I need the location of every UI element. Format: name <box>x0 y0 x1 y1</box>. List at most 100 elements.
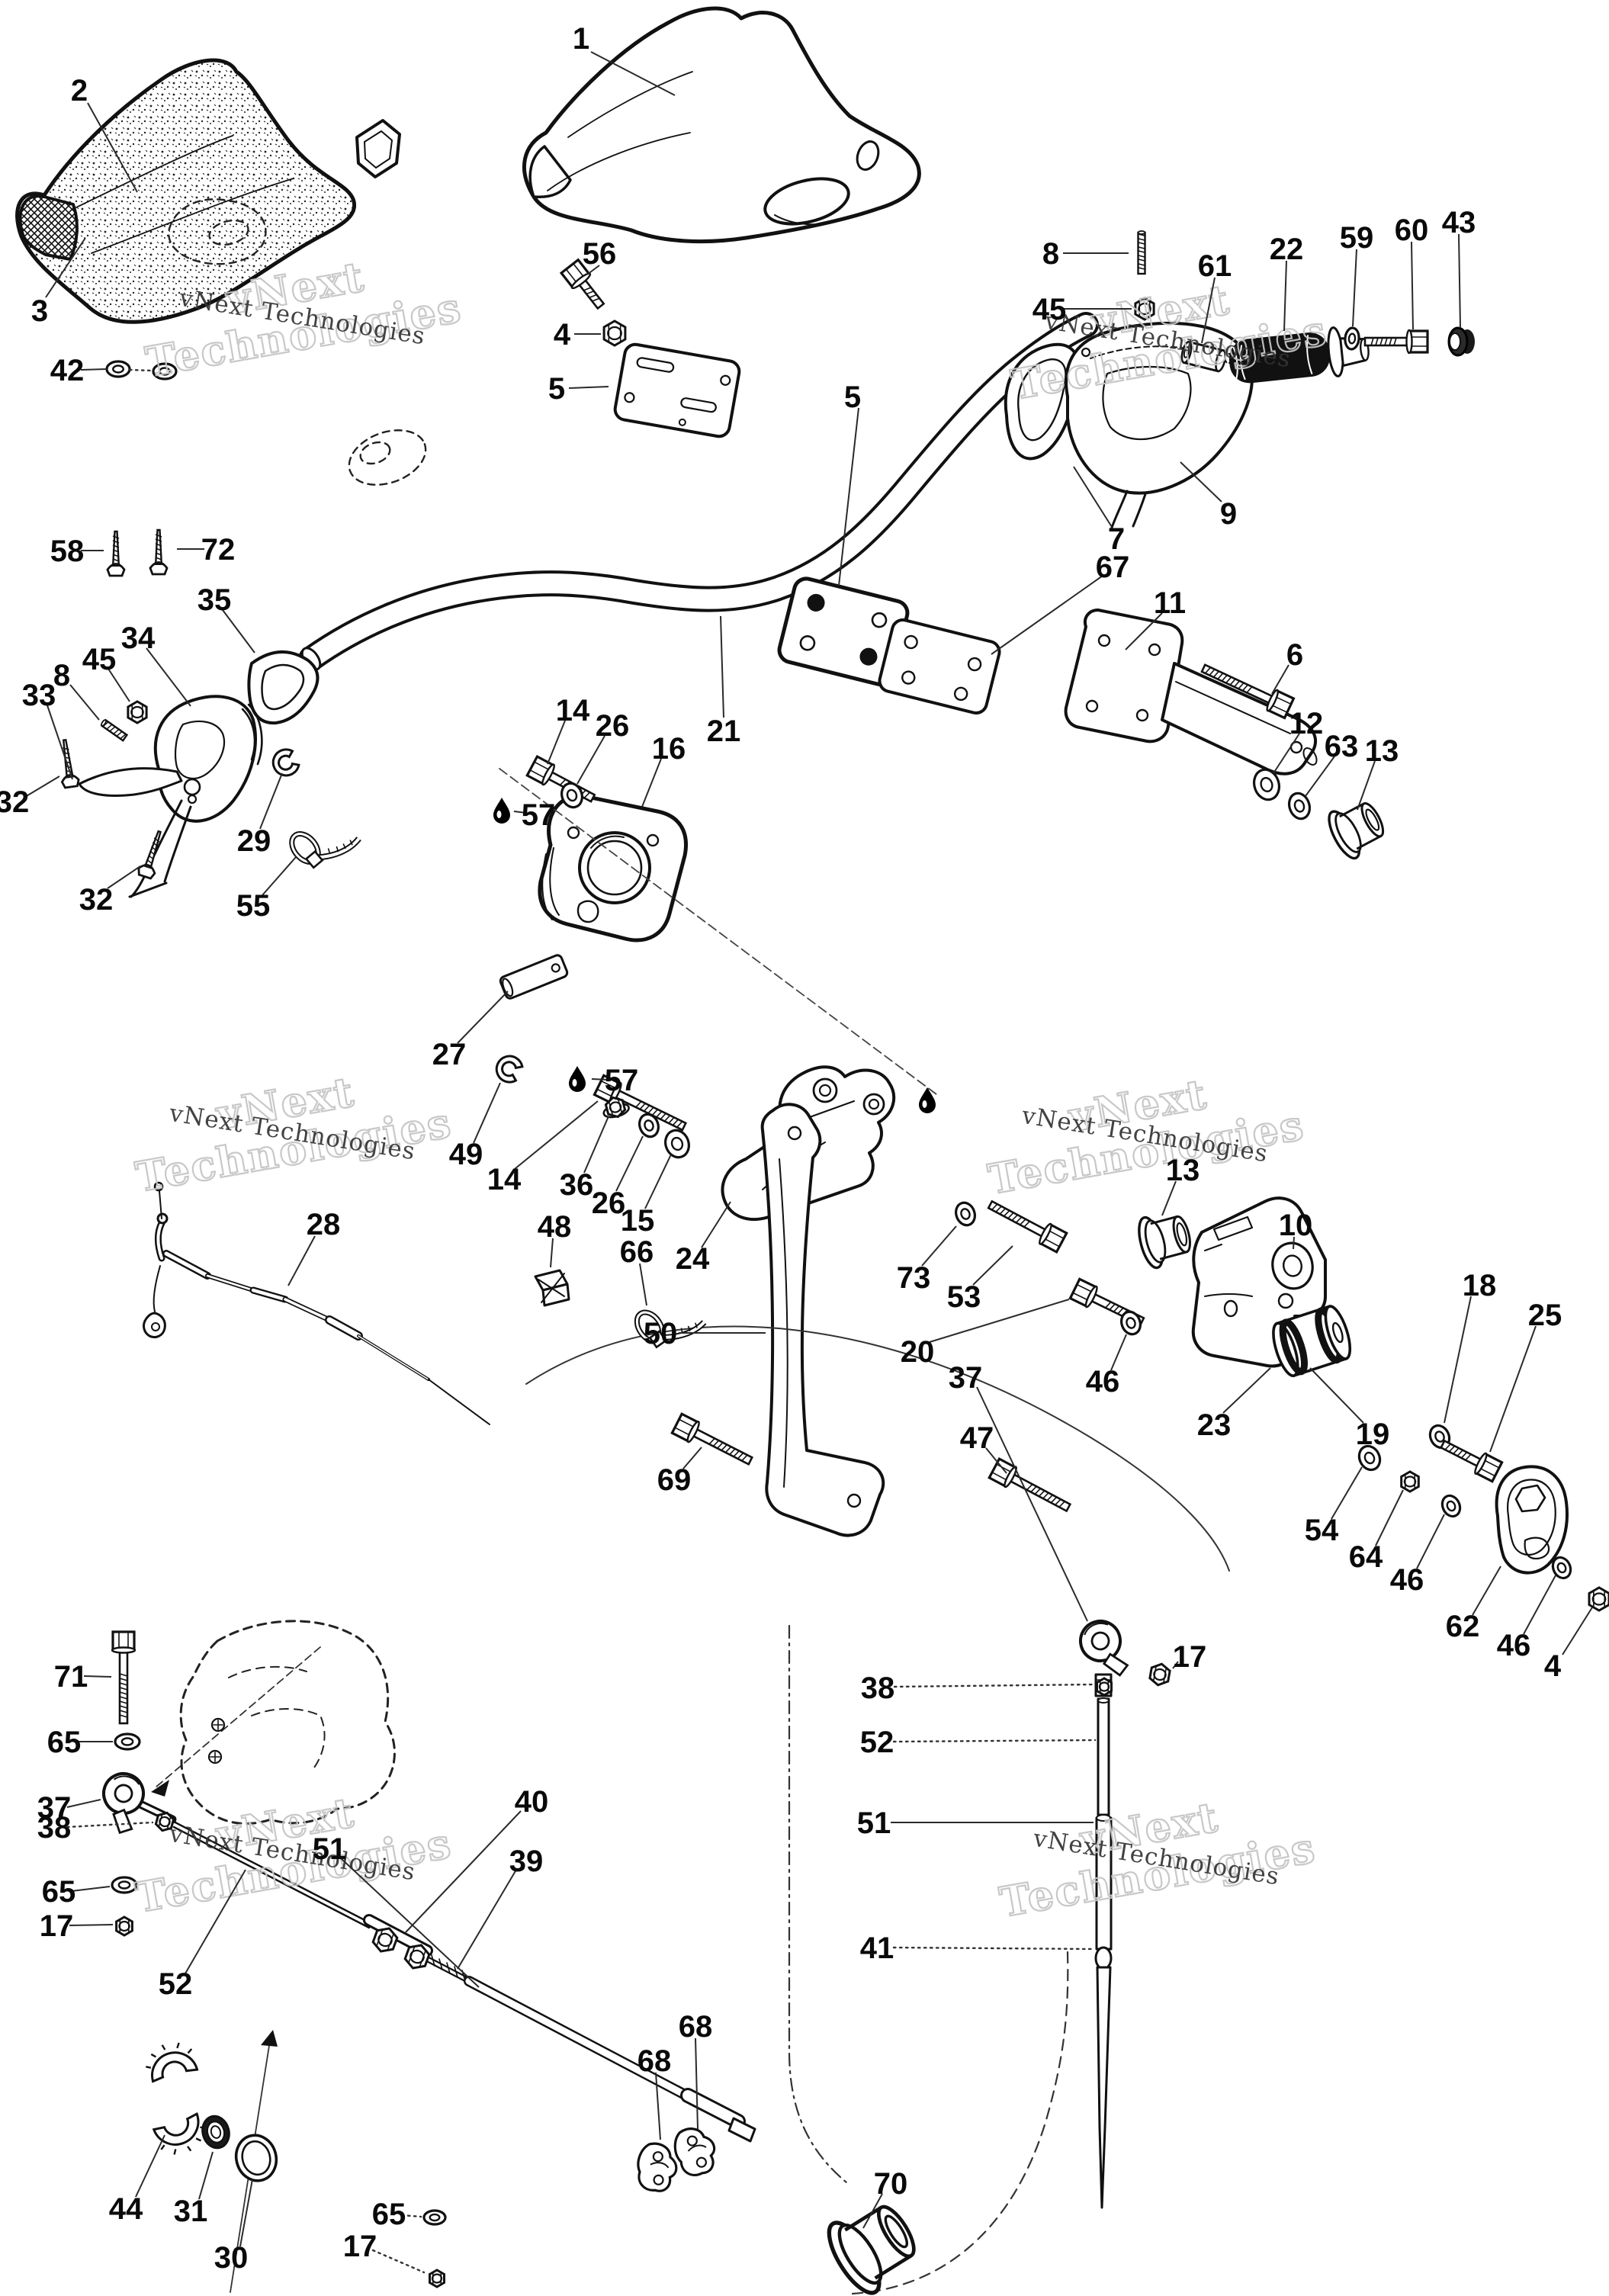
part-bolt <box>670 1412 753 1466</box>
leader-line <box>83 1675 112 1678</box>
callout-label-56: 56 <box>583 237 617 271</box>
switch-block-part48 <box>534 1269 570 1307</box>
leader-line <box>1352 249 1357 327</box>
leader-line <box>1411 241 1414 330</box>
clamp-plates <box>613 342 1001 715</box>
callout-label-26: 26 <box>592 1187 626 1220</box>
leader-line <box>457 1869 517 1970</box>
callout-label-29: 29 <box>237 824 271 858</box>
part-bushing <box>1138 1215 1191 1270</box>
callout-label-54: 54 <box>1305 1514 1339 1547</box>
leader-line <box>720 615 724 718</box>
leader-line <box>287 1235 316 1286</box>
part-nut <box>1148 1662 1171 1687</box>
leader-line <box>1271 664 1289 695</box>
hardware-layer <box>60 230 1609 2295</box>
leader-line <box>590 51 676 96</box>
leader-line <box>972 1245 1013 1286</box>
console-outline-curves <box>151 768 1230 2295</box>
leader-line <box>991 575 1103 655</box>
leader-line <box>1357 760 1376 811</box>
leader-line <box>1472 1565 1501 1616</box>
callout-label-1: 1 <box>573 22 589 56</box>
brake-lever-group <box>78 650 320 898</box>
part-flangenut <box>602 1096 630 1119</box>
callout-label-51: 51 <box>857 1806 891 1840</box>
part-stud <box>1137 230 1146 275</box>
leader-line <box>655 2072 661 2140</box>
callout-label-50: 50 <box>644 1317 678 1350</box>
part-ring <box>234 2134 278 2182</box>
throttle-housing-group <box>1004 321 1370 529</box>
callout-label-57: 57 <box>522 798 556 832</box>
part-pin <box>499 954 569 1000</box>
part-screw <box>149 528 169 576</box>
part-nut <box>1134 297 1155 321</box>
callout-label-40: 40 <box>515 1785 549 1819</box>
leader-line <box>615 1135 644 1192</box>
callout-label-20: 20 <box>901 1335 935 1369</box>
callout-label-36: 36 <box>560 1168 594 1202</box>
leader-line <box>24 776 60 798</box>
leader-line <box>1562 1607 1593 1655</box>
leader-line <box>1273 733 1300 774</box>
leader-line <box>586 265 600 275</box>
callout-label-34: 34 <box>121 621 156 655</box>
part-screw <box>106 530 126 577</box>
part-nut <box>115 1915 133 1937</box>
callout-label-57: 57 <box>605 1064 639 1097</box>
callout-label-3: 3 <box>31 294 48 328</box>
leader-line <box>1180 461 1222 503</box>
leader-line <box>514 1100 599 1170</box>
callout-label-10: 10 <box>1279 1209 1313 1242</box>
leader-line <box>701 1201 731 1248</box>
part-bolt <box>1200 663 1296 720</box>
callout-label-72: 72 <box>201 533 236 567</box>
leader-line <box>198 2151 214 2200</box>
leader-line <box>66 1821 154 1829</box>
callout-label-30: 30 <box>214 2241 249 2275</box>
part-ball <box>1079 1620 1129 1677</box>
leader-line <box>1161 1180 1177 1216</box>
dashed-mount-outline <box>168 198 427 486</box>
leader-line <box>222 609 255 653</box>
part-washer <box>1440 1494 1462 1518</box>
leader-line <box>66 1799 101 1808</box>
leader-line <box>146 647 191 707</box>
leader-line <box>682 1447 702 1469</box>
callout-label-24: 24 <box>676 1242 710 1276</box>
callout-label-26: 26 <box>596 709 630 743</box>
callout-label-18: 18 <box>1463 1269 1497 1302</box>
callout-label-33: 33 <box>22 679 56 712</box>
leader-line <box>69 684 100 721</box>
callout-label-13: 13 <box>1166 1154 1200 1187</box>
callout-label-28: 28 <box>307 1208 341 1241</box>
leader-line <box>1523 1575 1556 1635</box>
part-screw <box>60 738 80 789</box>
part-eclip <box>271 748 300 777</box>
part-washer <box>560 782 583 809</box>
callout-label-5: 5 <box>548 372 565 406</box>
callout-label-21: 21 <box>707 714 741 748</box>
part-nut <box>403 1944 431 1970</box>
part-bolt <box>988 1456 1072 1513</box>
callout-label-39: 39 <box>509 1845 544 1878</box>
part-nut <box>602 320 627 347</box>
handlebar-pad-part2 <box>15 58 401 324</box>
part-tie <box>634 1309 707 1349</box>
throttle-cable-part28 <box>143 1181 490 1425</box>
callout-label-69: 69 <box>657 1463 692 1497</box>
callout-label-4: 4 <box>1544 1649 1562 1683</box>
leader-line <box>239 2179 253 2247</box>
callout-label-59: 59 <box>1340 221 1374 255</box>
leader-line <box>1331 1466 1363 1520</box>
part-washer <box>638 1113 660 1138</box>
leader-line <box>568 386 609 389</box>
callout-label-52: 52 <box>860 1726 894 1759</box>
callout-label-11: 11 <box>1154 586 1186 620</box>
callout-label-51: 51 <box>313 1832 347 1866</box>
part-washer <box>1287 792 1312 820</box>
